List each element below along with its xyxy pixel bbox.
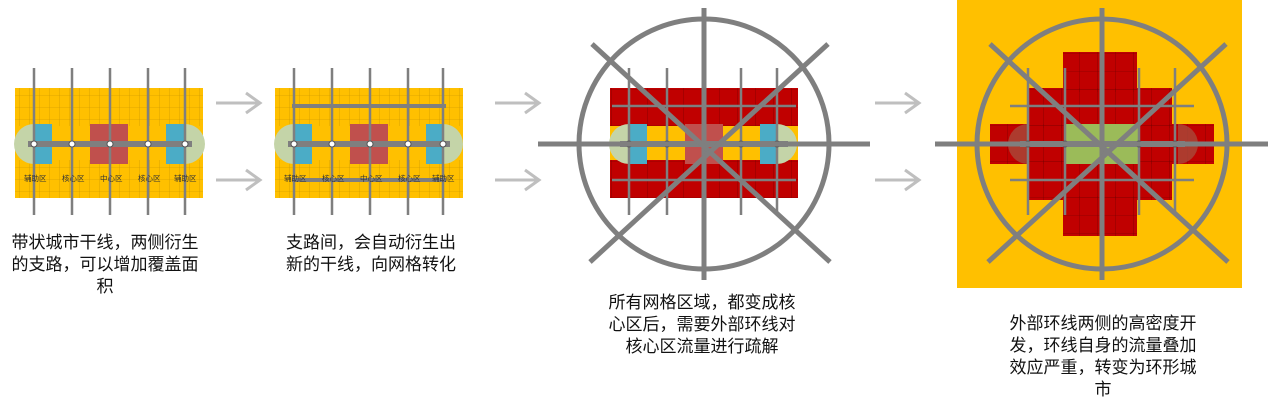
p1-label-core-right: 核心区 bbox=[138, 173, 161, 183]
p1-label-core-left: 核心区 bbox=[62, 173, 85, 183]
p2-label-aux-left: 辅助区 bbox=[284, 173, 307, 183]
arrow-group-3 bbox=[875, 91, 922, 192]
panel-3-ring-road bbox=[538, 8, 870, 280]
panel-2-grid-transition: 辅助区 核心区 中心区 核心区 辅助区 bbox=[274, 68, 463, 215]
p1-label-aux-left: 辅助区 bbox=[24, 173, 47, 183]
p1-label-aux-right: 辅助区 bbox=[174, 173, 197, 183]
panel-4-ring-city bbox=[935, 0, 1268, 288]
caption-panel-2: 支路间，会自动衍生出新的干线，向网格转化 bbox=[286, 233, 456, 275]
p2-label-aux-right: 辅助区 bbox=[432, 173, 455, 183]
caption-panel-4: 外部环线两侧的高密度开发，环线自身的流量叠加效应严重，转变为环形城市 bbox=[1009, 314, 1197, 400]
arrow-group-1 bbox=[216, 91, 263, 192]
p1-label-center: 中心区 bbox=[100, 173, 123, 183]
p2-label-core-right: 核心区 bbox=[398, 173, 421, 183]
caption-panel-1: 带状城市干线，两侧衍生的支路，可以增加覆盖面积 bbox=[11, 233, 199, 297]
p2-label-center: 中心区 bbox=[360, 173, 383, 183]
panel-1-strip-city: 辅助区 核心区 中心区 核心区 辅助区 bbox=[14, 68, 205, 215]
caption-panel-3: 所有网格区域，都变成核心区后，需要外部环线对核心区流量进行疏解 bbox=[608, 293, 796, 357]
arrow-group-2 bbox=[495, 91, 542, 192]
p2-label-core-left: 核心区 bbox=[322, 173, 345, 183]
